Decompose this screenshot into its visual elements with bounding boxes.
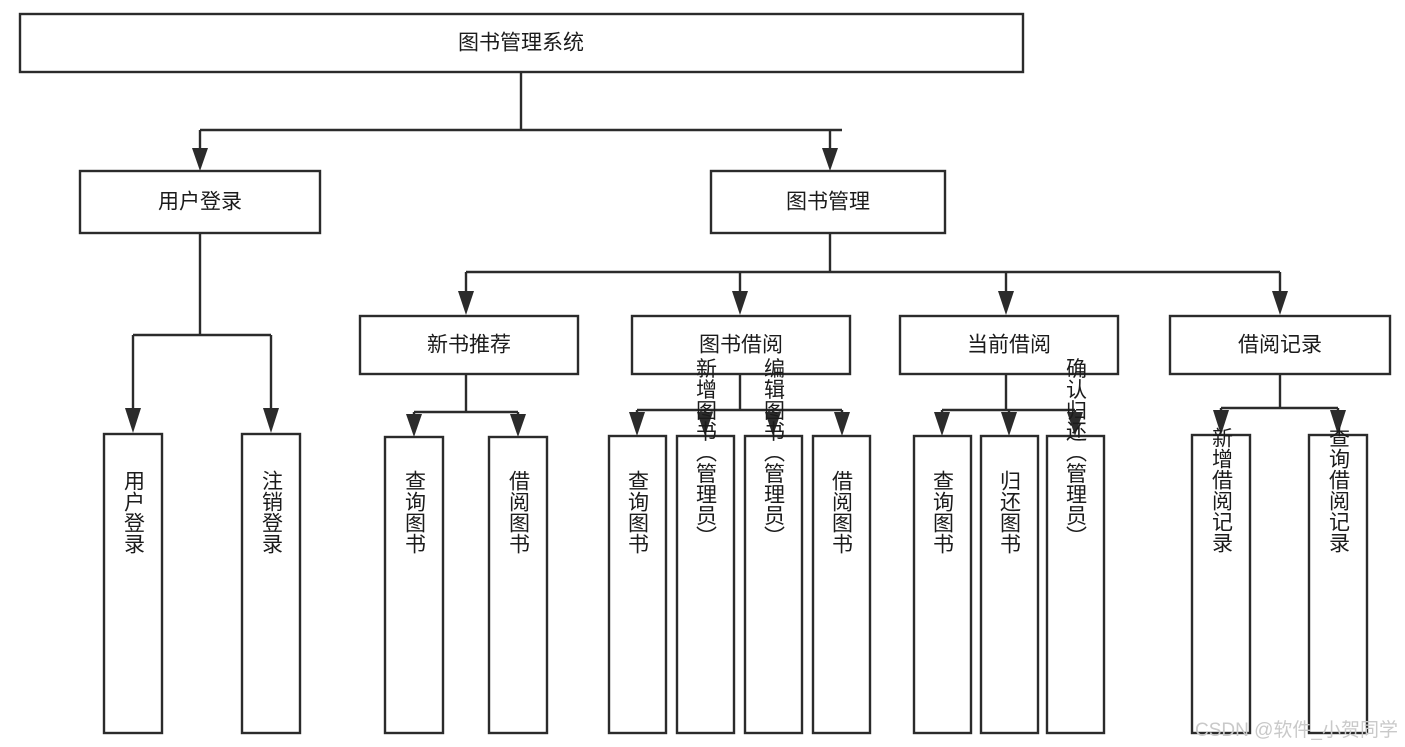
- edges-book-borrow-to-leaves: [629, 374, 850, 436]
- node-leaf-bb-query-book[interactable]: 查询图书: [607, 434, 668, 735]
- arrowhead-br-query-record: [1330, 410, 1346, 435]
- node-leaf-cb-return-book-box[interactable]: [979, 434, 1040, 735]
- edges-borrow-record-to-leaves: [1213, 374, 1346, 435]
- node-leaf-nb-borrow-book[interactable]: 借阅图书: [487, 435, 549, 735]
- node-user-login-label: 用户登录: [158, 191, 242, 214]
- node-leaf-logout-label: 注销登录: [260, 470, 284, 554]
- node-new-book-recommend[interactable]: 新书推荐: [358, 314, 580, 376]
- node-borrow-record-box[interactable]: [1168, 314, 1392, 376]
- node-leaf-nb-borrow-book-label: 借阅图书: [507, 470, 531, 554]
- node-root[interactable]: 图书管理系统: [18, 12, 1025, 74]
- node-leaf-br-query-record[interactable]: 查询借阅记录: [1307, 427, 1369, 735]
- node-leaf-cb-return-book[interactable]: 归还图书: [979, 434, 1040, 735]
- edges-current-borrow-to-leaves: [934, 374, 1083, 436]
- arrowhead-nb-query-book: [406, 414, 422, 437]
- arrowhead-leaf-user-login: [125, 408, 141, 433]
- node-leaf-bb-add-book-box[interactable]: [675, 434, 736, 735]
- node-book-manage-box[interactable]: [709, 169, 947, 235]
- node-leaf-cb-confirm-return[interactable]: 确认归还（管理员）: [1045, 358, 1106, 735]
- arrowhead-bb-borrow-book: [834, 412, 850, 436]
- arrowhead-book-borrow: [732, 291, 748, 315]
- node-leaf-bb-add-book-label: 新增图书（管理员）: [694, 358, 718, 547]
- node-leaf-bb-edit-book-box[interactable]: [743, 434, 804, 735]
- node-leaf-user-login[interactable]: 用户登录: [102, 432, 164, 735]
- node-book-borrow-box[interactable]: [630, 314, 852, 376]
- arrowhead-leaf-logout: [263, 408, 279, 433]
- watermark-label: CSDN @软件_小贺同学: [1195, 719, 1398, 741]
- node-book-borrow[interactable]: 图书借阅: [630, 314, 852, 376]
- node-borrow-record[interactable]: 借阅记录: [1168, 314, 1392, 376]
- arrowhead-user-login: [192, 148, 208, 171]
- node-leaf-bb-query-book-box[interactable]: [607, 434, 668, 735]
- node-leaf-nb-query-book[interactable]: 查询图书: [383, 435, 445, 735]
- node-leaf-bb-query-book-label: 查询图书: [626, 470, 650, 554]
- arrowhead-current-borrow: [998, 291, 1014, 315]
- node-book-manage-label: 图书管理: [786, 191, 870, 214]
- node-leaf-bb-borrow-book-label: 借阅图书: [830, 470, 854, 554]
- node-leaf-br-add-record-box[interactable]: [1190, 433, 1252, 735]
- node-book-manage[interactable]: 图书管理: [709, 169, 947, 235]
- node-leaf-bb-borrow-book-box[interactable]: [811, 434, 872, 735]
- node-leaf-cb-query-book[interactable]: 查询图书: [912, 434, 973, 735]
- node-leaf-bb-edit-book-label: 编辑图书（管理员）: [762, 358, 786, 547]
- arrowhead-cb-query-book: [934, 412, 950, 436]
- node-leaf-user-login-box[interactable]: [102, 432, 164, 735]
- node-leaf-nb-query-book-label: 查询图书: [403, 470, 427, 554]
- edges-new-book-to-leaves: [406, 374, 526, 437]
- node-leaf-cb-query-book-box[interactable]: [912, 434, 973, 735]
- arrowhead-cb-confirm-return: [1067, 412, 1083, 436]
- node-book-borrow-label: 图书借阅: [699, 334, 783, 357]
- node-leaf-cb-confirm-return-label: 确认归还（管理员）: [1064, 358, 1088, 547]
- arrowhead-nb-borrow-book: [510, 414, 526, 437]
- node-leaf-cb-confirm-return-box[interactable]: [1045, 434, 1106, 735]
- node-leaf-br-add-record[interactable]: 新增借阅记录: [1190, 427, 1252, 735]
- node-leaf-br-query-record-box[interactable]: [1307, 433, 1369, 735]
- arrowhead-bb-edit-book: [765, 412, 781, 436]
- node-new-book-recommend-label: 新书推荐: [427, 334, 511, 357]
- node-leaf-logout[interactable]: 注销登录: [240, 432, 302, 735]
- arrowhead-borrow-record: [1272, 291, 1288, 315]
- node-leaf-bb-add-book[interactable]: 新增图书（管理员）: [675, 358, 736, 735]
- node-current-borrow-label: 当前借阅: [967, 334, 1051, 357]
- node-leaf-nb-query-book-box[interactable]: [383, 435, 445, 735]
- node-borrow-record-label: 借阅记录: [1238, 334, 1322, 357]
- edges-user-login-to-leaves: [125, 233, 279, 433]
- node-root-box[interactable]: [18, 12, 1025, 74]
- node-leaf-br-query-record-label: 查询借阅记录: [1327, 427, 1351, 553]
- node-leaf-cb-query-book-label: 查询图书: [931, 470, 955, 554]
- arrowhead-book-manage: [822, 148, 838, 171]
- node-current-borrow[interactable]: 当前借阅: [898, 314, 1120, 376]
- node-leaf-logout-box[interactable]: [240, 432, 302, 735]
- arrowhead-cb-return-book: [1001, 412, 1017, 436]
- arrowhead-new-book-recommend: [458, 291, 474, 315]
- node-new-book-recommend-box[interactable]: [358, 314, 580, 376]
- node-leaf-cb-return-book-label: 归还图书: [998, 470, 1022, 554]
- node-leaf-nb-borrow-book-box[interactable]: [487, 435, 549, 735]
- node-leaf-user-login-label: 用户登录: [122, 470, 146, 554]
- node-leaf-bb-borrow-book[interactable]: 借阅图书: [811, 434, 872, 735]
- node-current-borrow-box[interactable]: [898, 314, 1120, 376]
- edges-book-manage-to-level3: [458, 233, 1288, 315]
- arrowhead-bb-add-book: [697, 412, 713, 436]
- arrowhead-bb-query-book: [629, 412, 645, 436]
- arrowhead-br-add-record: [1213, 410, 1229, 435]
- edges-root-to-level2: [192, 72, 842, 171]
- node-root-label: 图书管理系统: [458, 32, 584, 55]
- node-user-login-box[interactable]: [78, 169, 322, 235]
- node-user-login[interactable]: 用户登录: [78, 169, 322, 235]
- node-leaf-bb-edit-book[interactable]: 编辑图书（管理员）: [743, 358, 804, 735]
- node-leaf-br-add-record-label: 新增借阅记录: [1210, 427, 1234, 553]
